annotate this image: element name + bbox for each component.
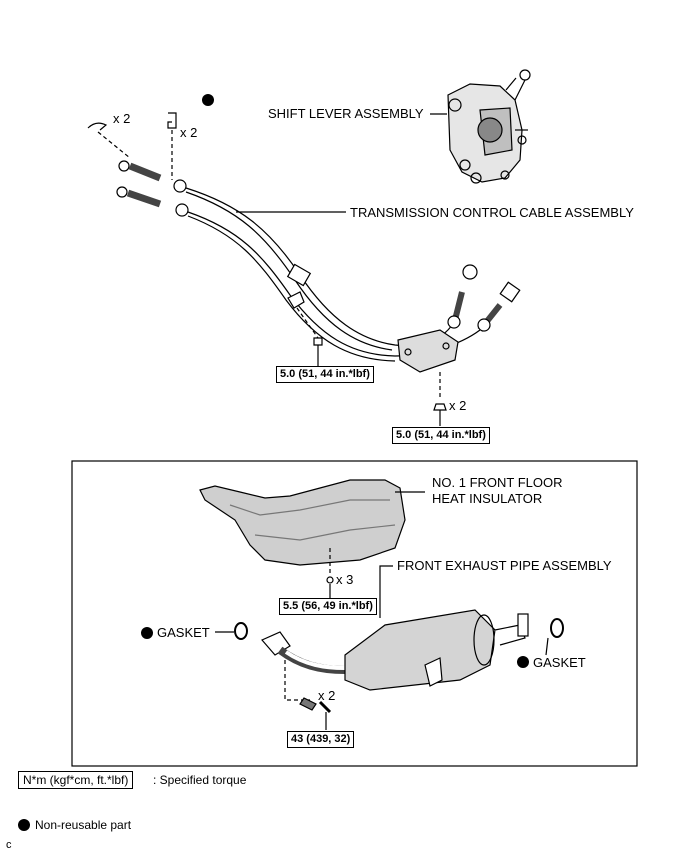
- bracket-quantity: x 2: [180, 125, 198, 140]
- heat-insulator-label-line1: NO. 1 FRONT FLOOR: [432, 475, 563, 490]
- cable-label: TRANSMISSION CONTROL CABLE ASSEMBLY: [350, 205, 634, 220]
- gasket-right-label: GASKET: [533, 655, 586, 670]
- cable-nut-torque: 5.0 (51, 44 in.*lbf): [392, 427, 490, 444]
- nonreusable-dot-bracket: [202, 94, 214, 106]
- shift-lever-assembly-drawing: [447, 69, 531, 184]
- torque-unit-legend: N*m (kgf*cm, ft.*lbf): [18, 771, 134, 789]
- nonreusable-dot-legend: [18, 819, 30, 831]
- heat-insulator-drawing: [199, 479, 406, 566]
- cable-bolt-torque: 5.0 (51, 44 in.*lbf): [276, 366, 374, 383]
- exhaust-pipe-label: FRONT EXHAUST PIPE ASSEMBLY: [397, 558, 612, 573]
- corner-mark: c: [6, 839, 12, 851]
- clip-quantity: x 2: [113, 111, 131, 126]
- nonreusable-legend: Non-reusable part: [35, 818, 132, 832]
- exhaust-bolt-torque: 43 (439, 32): [287, 731, 355, 748]
- nonreusable-dot-gasket-right: [517, 656, 529, 668]
- cable-ends-drawing: [116, 160, 521, 373]
- front-exhaust-pipe-drawing: [261, 609, 529, 691]
- insulator-nut-quantity: x 3: [336, 572, 354, 587]
- nonreusable-dot-gasket-left: [141, 627, 153, 639]
- exhaust-bolt-quantity: x 2: [318, 688, 336, 703]
- shift-lever-label: SHIFT LEVER ASSEMBLY: [268, 106, 424, 121]
- heat-insulator-label-line2: HEAT INSULATOR: [432, 491, 543, 506]
- cable-nut-quantity: x 2: [449, 398, 467, 413]
- insulator-nut-torque: 5.5 (56, 49 in.*lbf): [279, 598, 377, 615]
- gasket-left-label: GASKET: [157, 625, 210, 640]
- torque-desc-legend: : Specified torque: [153, 773, 247, 787]
